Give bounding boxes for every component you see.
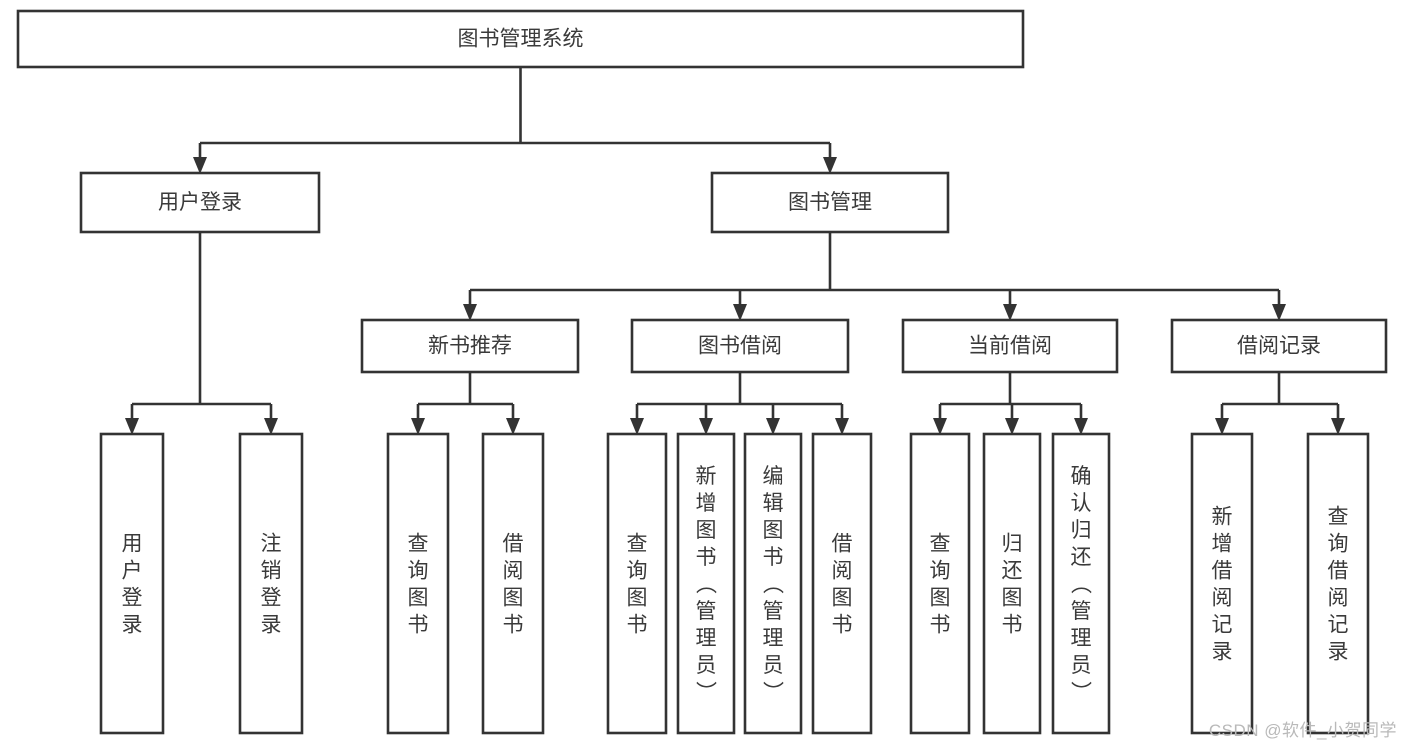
node-box-leaf-add-record[interactable] — [1190, 432, 1254, 735]
node-leaf-query-book-3[interactable]: 查询图书 — [909, 432, 971, 735]
node-label-leaf-return-book: 归还图书 — [1002, 533, 1023, 637]
node-box-current-borrow[interactable] — [901, 318, 1119, 374]
arrow-head-leaf-return-book — [1005, 418, 1019, 435]
arrow-head-leaf-query-book-1 — [411, 418, 425, 435]
arrow-head-current-borrow — [1003, 304, 1017, 321]
arrow-head-leaf-query-book-3 — [933, 418, 947, 435]
edge-group-root — [193, 67, 837, 174]
node-leaf-user-login[interactable]: 用户登录 — [99, 432, 165, 735]
edge-group-current-borrow — [933, 372, 1088, 435]
node-box-leaf-borrow-book-1[interactable] — [481, 432, 545, 735]
arrow-head-user-login — [193, 157, 207, 174]
node-box-root[interactable] — [16, 9, 1025, 69]
node-label-book-borrow: 图书借阅 — [698, 335, 782, 358]
node-label-user-login: 用户登录 — [158, 191, 242, 214]
node-box-leaf-query-book-1[interactable] — [386, 432, 450, 735]
node-box-borrow-record[interactable] — [1170, 318, 1388, 374]
node-box-leaf-logout[interactable] — [238, 432, 304, 735]
node-label-leaf-borrow-book-2: 借阅图书 — [832, 533, 853, 637]
node-leaf-edit-book[interactable]: 编辑图书（管理员） — [743, 432, 803, 735]
edge-group-book-management — [463, 232, 1286, 321]
node-user-login[interactable]: 用户登录 — [79, 171, 321, 234]
node-leaf-borrow-book-1[interactable]: 借阅图书 — [481, 432, 545, 735]
arrow-head-new-book-recommend — [463, 304, 477, 321]
arrow-head-borrow-record — [1272, 304, 1286, 321]
arrow-head-leaf-query-record — [1331, 418, 1345, 435]
arrow-head-leaf-borrow-book-2 — [835, 418, 849, 435]
node-leaf-borrow-book-2[interactable]: 借阅图书 — [811, 432, 873, 735]
node-label-book-management: 图书管理 — [788, 191, 872, 214]
arrow-head-leaf-add-book — [699, 418, 713, 435]
node-leaf-confirm-return[interactable]: 确认归还（管理员） — [1051, 432, 1111, 735]
node-leaf-query-book-1[interactable]: 查询图书 — [386, 432, 450, 735]
arrow-head-leaf-user-login — [125, 418, 139, 435]
edge-group-new-book-recommend — [411, 372, 520, 435]
node-label-leaf-user-login: 用户登录 — [122, 533, 143, 637]
arrow-head-leaf-confirm-return — [1074, 418, 1088, 435]
node-borrow-record[interactable]: 借阅记录 — [1170, 318, 1388, 374]
node-box-book-borrow[interactable] — [630, 318, 850, 374]
node-leaf-add-record[interactable]: 新增借阅记录 — [1190, 432, 1254, 735]
node-current-borrow[interactable]: 当前借阅 — [901, 318, 1119, 374]
node-label-leaf-query-book-2: 查询图书 — [627, 533, 648, 637]
node-box-leaf-query-record[interactable] — [1306, 432, 1370, 735]
edge-group-borrow-record — [1215, 372, 1345, 435]
node-label-leaf-confirm-return: 确认归还（管理员） — [1071, 465, 1093, 704]
node-leaf-add-book[interactable]: 新增图书（管理员） — [676, 432, 736, 735]
arrow-head-leaf-logout — [264, 418, 278, 435]
node-box-leaf-edit-book[interactable] — [743, 432, 803, 735]
node-box-user-login[interactable] — [79, 171, 321, 234]
arrow-head-book-borrow — [733, 304, 747, 321]
node-label-leaf-query-book-1: 查询图书 — [408, 533, 429, 637]
arrow-head-leaf-add-record — [1215, 418, 1229, 435]
node-label-leaf-edit-book: 编辑图书（管理员） — [763, 465, 785, 704]
node-label-leaf-add-book: 新增图书（管理员） — [696, 465, 718, 704]
arrow-head-leaf-borrow-book-1 — [506, 418, 520, 435]
node-box-book-management[interactable] — [710, 171, 950, 234]
node-box-leaf-query-book-2[interactable] — [606, 432, 668, 735]
node-book-management[interactable]: 图书管理 — [710, 171, 950, 234]
node-label-leaf-logout: 注销登录 — [261, 533, 282, 637]
node-label-borrow-record: 借阅记录 — [1237, 335, 1321, 358]
node-box-leaf-return-book[interactable] — [982, 432, 1042, 735]
node-box-leaf-borrow-book-2[interactable] — [811, 432, 873, 735]
node-box-new-book-recommend[interactable] — [360, 318, 580, 374]
node-leaf-return-book[interactable]: 归还图书 — [982, 432, 1042, 735]
node-box-leaf-query-book-3[interactable] — [909, 432, 971, 735]
edge-group-book-borrow — [630, 372, 849, 435]
node-label-leaf-query-record: 查询借阅记录 — [1328, 506, 1349, 664]
arrow-head-book-management — [823, 157, 837, 174]
node-box-leaf-add-book[interactable] — [676, 432, 736, 735]
node-leaf-query-record[interactable]: 查询借阅记录 — [1306, 432, 1370, 735]
node-leaf-query-book-2[interactable]: 查询图书 — [606, 432, 668, 735]
node-root[interactable]: 图书管理系统 — [16, 9, 1025, 69]
node-label-new-book-recommend: 新书推荐 — [428, 335, 512, 358]
arrow-head-leaf-query-book-2 — [630, 418, 644, 435]
edge-group-user-login — [125, 232, 278, 435]
node-label-current-borrow: 当前借阅 — [968, 335, 1052, 358]
node-book-borrow[interactable]: 图书借阅 — [630, 318, 850, 374]
connector-layer — [125, 67, 1345, 435]
node-label-leaf-query-book-3: 查询图书 — [930, 533, 951, 637]
arrow-head-leaf-edit-book — [766, 418, 780, 435]
node-label-leaf-add-record: 新增借阅记录 — [1212, 506, 1233, 664]
node-layer: 图书管理系统用户登录图书管理新书推荐图书借阅当前借阅借阅记录用户登录注销登录查询… — [16, 9, 1388, 735]
node-label-leaf-borrow-book-1: 借阅图书 — [503, 533, 524, 637]
node-leaf-logout[interactable]: 注销登录 — [238, 432, 304, 735]
node-box-leaf-user-login[interactable] — [99, 432, 165, 735]
node-new-book-recommend[interactable]: 新书推荐 — [360, 318, 580, 374]
node-box-leaf-confirm-return[interactable] — [1051, 432, 1111, 735]
node-label-root: 图书管理系统 — [458, 28, 584, 51]
